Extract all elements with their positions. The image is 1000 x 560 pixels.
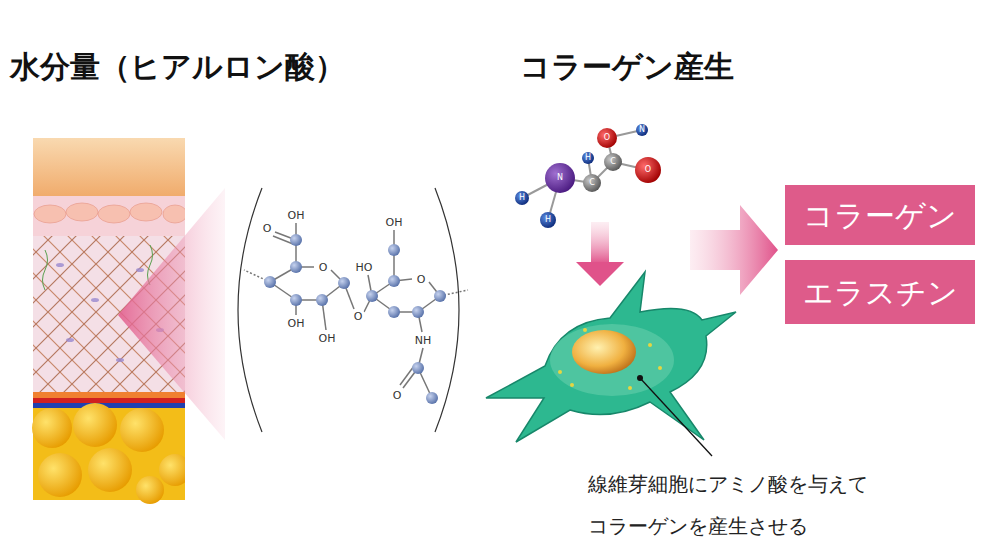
fibroblast-cell <box>486 272 736 442</box>
atom-symbol: H <box>519 194 525 202</box>
amino-acid-molecule <box>515 124 661 228</box>
heading: 水分量（ヒアルロン酸） <box>10 52 345 82</box>
atom-symbol: C <box>610 158 616 166</box>
bracket <box>435 188 459 432</box>
hyaluronic-structure <box>244 223 468 398</box>
right-arrow <box>690 205 778 295</box>
result-box: コラーゲン <box>785 185 975 245</box>
result-box: エラスチン <box>785 260 975 324</box>
atom-symbol: N <box>639 126 645 134</box>
magnifier-wedge <box>118 188 225 440</box>
heading: コラーゲン産生 <box>520 52 734 82</box>
atom-symbol: O <box>604 134 610 142</box>
box-label: コラーゲン <box>803 199 957 232</box>
atom-symbol: H <box>545 216 551 224</box>
chem-group: O <box>262 223 273 234</box>
chem-group: O <box>416 274 427 285</box>
atom-symbol: H <box>585 154 591 162</box>
chem-group: OH <box>318 333 337 344</box>
chem-group: OH <box>385 217 404 228</box>
chem-group: O <box>392 390 403 401</box>
atom-balls <box>264 234 446 404</box>
chem-group: OH <box>287 210 306 221</box>
annotation: 線維芽細胞にアミノ酸を与えて コラーゲンを産生させる <box>588 463 880 547</box>
chem-group: NH <box>414 335 433 346</box>
leader-line <box>637 375 712 456</box>
chem-group: OH <box>287 318 306 329</box>
chem-group: O <box>318 262 329 273</box>
chem-group: HO <box>355 262 374 273</box>
atom-symbol: C <box>589 179 595 187</box>
atom-symbol: N <box>557 174 563 182</box>
box-label: エラスチン <box>803 276 958 309</box>
chem-group: O <box>353 311 364 322</box>
bracket <box>238 188 262 432</box>
atom-symbol: O <box>645 166 651 174</box>
down-arrow <box>576 222 624 286</box>
